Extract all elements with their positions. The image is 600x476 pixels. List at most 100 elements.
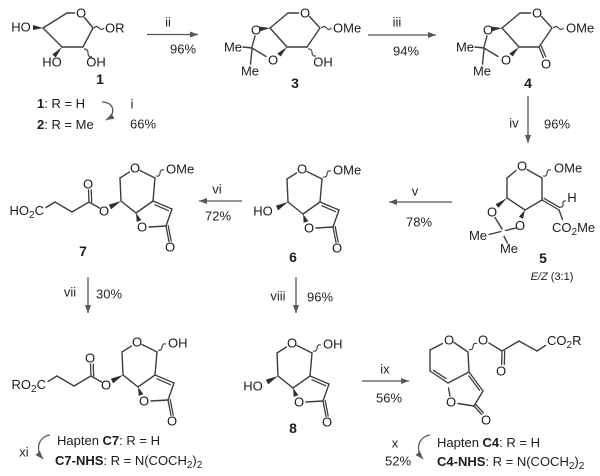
wavy-bond — [553, 25, 564, 31]
methyl-label: Me — [224, 40, 242, 55]
r-group-legend: 1: R = H 2: R = Me i 66% — [37, 96, 156, 132]
hapten-c4-captions: Hapten C4: R = H x 52% C4-NHS: R = N(COC… — [385, 434, 585, 472]
wedge-bond — [509, 47, 519, 57]
step-x-label: x — [392, 436, 399, 451]
lactone-oxygen-label: O — [446, 395, 456, 410]
or-group-label: OR — [105, 21, 125, 36]
wedge-bond — [110, 375, 123, 384]
step-iii-yield: 94% — [393, 44, 419, 59]
wedge-bond — [275, 202, 288, 211]
step-vii-label: vii — [64, 285, 76, 300]
alkene-double-bond — [468, 371, 484, 392]
carbonyl-double-bond — [473, 405, 483, 416]
arrow-step-vii: vii 30% — [64, 277, 122, 313]
step-iii-label: iii — [393, 15, 402, 30]
carbonyl-oxygen-label: O — [85, 351, 95, 366]
ring-oxygen-label: O — [287, 336, 297, 351]
compound-number-7: 7 — [79, 243, 87, 259]
wedge-bond — [138, 387, 144, 396]
wavy-bond — [321, 25, 332, 31]
arrow-step-v: v 78% — [389, 184, 452, 230]
carbonyl-double-bond — [322, 400, 327, 418]
methyl-label: Me — [241, 64, 259, 79]
c7-nhs-label: C7-NHS: R = N(COCH2)2 — [55, 453, 203, 471]
wavy-bond — [307, 48, 317, 57]
compound-8-structure: O OH HO O O 8 — [243, 336, 342, 437]
lactone-oxygen-label: O — [137, 220, 147, 235]
alkene-double-bond — [319, 201, 340, 211]
wedge-bond — [495, 198, 507, 208]
carbonyl-oxygen-label: O — [481, 413, 491, 428]
ring-alkene-double-bond — [429, 370, 449, 384]
step-ix-label: ix — [380, 362, 390, 377]
hydroxyl-label: HO — [42, 55, 62, 70]
ring-oxygen-label: O — [532, 6, 542, 21]
compound-number-1: 1 — [96, 71, 104, 87]
methoxy-label: OMe — [333, 21, 361, 36]
acetonide-oxygen-label: O — [501, 53, 511, 68]
step-iv-label: iv — [509, 116, 519, 131]
ez-ratio-label: E/Z (3:1) — [531, 271, 574, 283]
step-vii-yield: 30% — [96, 287, 122, 302]
wavy-bond — [157, 343, 167, 351]
hapten-c4-structure: O O O O O CO2R — [429, 333, 581, 428]
step-vi-label: vi — [212, 182, 222, 197]
wedge-bond — [519, 210, 525, 219]
wavy-bond — [312, 344, 322, 352]
arrow-step-vi: vi 72% — [199, 182, 242, 224]
acetonide-oxygen-label: O — [487, 205, 497, 220]
alkene-double-bond — [154, 374, 175, 384]
carbonyl-double-bond — [167, 399, 172, 417]
arrow-step-ix: ix 56% — [362, 362, 409, 406]
alkene-double-bond — [152, 200, 173, 210]
carbonyl-oxygen-label: O — [322, 415, 332, 430]
step-xi-label: xi — [19, 445, 29, 460]
carbonyl-oxygen-label: O — [165, 240, 175, 255]
ring-oxygen-label: O — [76, 6, 86, 21]
methyl-ester-label: CO2Me — [552, 220, 595, 238]
curved-arrow-step-x — [415, 434, 431, 460]
carbonyl-oxygen-label: O — [332, 241, 342, 256]
step-v-label: v — [412, 184, 419, 199]
wedge-bond — [136, 213, 142, 222]
methoxy-label: OMe — [166, 162, 194, 177]
step-ii-label: ii — [165, 15, 171, 30]
ester-carbonyl-double-bond — [87, 189, 90, 203]
r-line-1: 1: R = H — [37, 96, 85, 111]
methyl-label: Me — [473, 64, 491, 79]
carbonyl-oxygen-label: O — [83, 177, 93, 192]
compound-6-structure: O OMe HO O O 6 — [253, 162, 361, 266]
hydroxyl-label: HO — [243, 379, 263, 394]
step-iv-yield: 96% — [544, 117, 570, 132]
hydroxyl-label: HO — [11, 20, 31, 35]
hapten-c7-label: Hapten C7: R = H — [57, 433, 160, 448]
acetonide-oxygen-label: O — [515, 218, 525, 233]
acetonide-oxygen-label: O — [251, 23, 261, 38]
wavy-bond — [155, 169, 165, 177]
hapten-c4-label: Hapten C4: R = H — [437, 435, 540, 450]
wedge-bond — [33, 25, 43, 30]
curved-arrow-step-i — [101, 101, 115, 121]
wedge-bond — [265, 376, 278, 385]
ester-oxygen-label: O — [101, 378, 111, 393]
step-x-yield: 52% — [385, 454, 411, 469]
methoxy-label: OMe — [554, 161, 582, 176]
wavy-bond — [542, 169, 552, 177]
ester-carbonyl-double-bond — [89, 363, 92, 377]
c4-nhs-label: C4-NHS: R = N(COCH2)2 — [437, 454, 585, 472]
wedge-bond — [293, 388, 299, 397]
wedge-bond — [108, 201, 121, 210]
compound-1-structure: O HO OR HO OH 1 — [11, 6, 124, 88]
step-i-yield: 66% — [130, 117, 156, 132]
acetonide-oxygen-label: O — [268, 53, 278, 68]
hydroxyl-label: OH — [313, 55, 333, 70]
wedge-bond — [260, 26, 270, 32]
step-viii-label: viii — [270, 289, 285, 304]
lactone-oxygen-label: O — [294, 395, 304, 410]
arrow-step-viii: viii 96% — [270, 277, 333, 313]
compound-number-6: 6 — [289, 249, 297, 265]
methoxy-label: OMe — [333, 163, 361, 178]
r-line-2: 2: R = Me — [37, 117, 94, 132]
vinyl-h-label: H — [567, 190, 576, 205]
